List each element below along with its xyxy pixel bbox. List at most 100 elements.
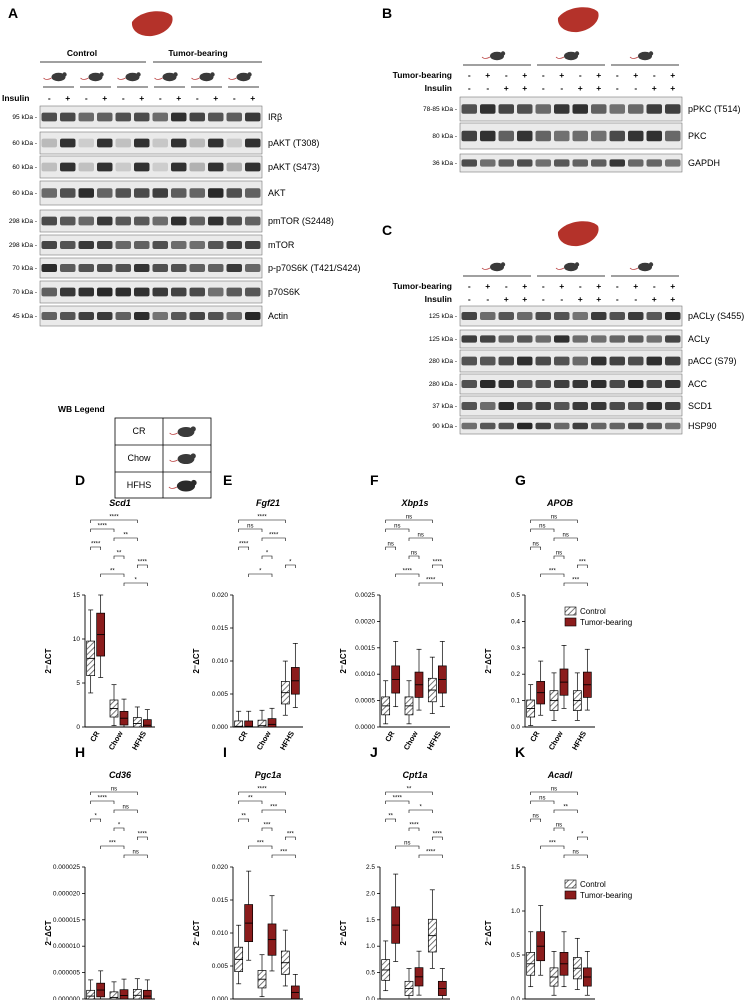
blot-label: p70S6K <box>268 287 300 297</box>
kda-marker: 60 kDa - <box>12 190 37 197</box>
significance-label: ** <box>123 533 128 539</box>
group-tumor-bearing: Tumor-bearing <box>168 48 227 58</box>
insulin-sign: - <box>196 93 199 103</box>
blot-pacc-s79- <box>459 349 683 373</box>
y-tick-label: 0.0025 <box>355 592 375 599</box>
blot-ir- <box>39 105 263 129</box>
insulin-sign: - <box>159 93 162 103</box>
significance-bracket: **** <box>408 823 419 831</box>
y-tick-label: 0.0005 <box>355 698 375 705</box>
significance-bracket: ns <box>530 524 555 532</box>
significance-bracket: **** <box>395 569 420 577</box>
insulin-sign: - <box>468 294 471 304</box>
significance-bracket: ns <box>385 542 396 550</box>
x-tick-label: CR <box>236 729 250 743</box>
significance-label: * <box>134 578 137 584</box>
significance-label: *** <box>579 560 587 566</box>
wb-legend-hfhs: HFHS <box>127 480 152 490</box>
mouse-icon <box>43 72 67 82</box>
insulin-sign: - <box>233 93 236 103</box>
significance-bracket: *** <box>261 805 286 813</box>
y-tick-label: 0.0015 <box>355 645 375 652</box>
y-tick-label: 0.005 <box>212 963 229 970</box>
significance-label: * <box>259 569 262 575</box>
y-tick-label: 0.0 <box>511 996 520 1000</box>
mouse-icon <box>629 262 654 272</box>
significance-bracket: *** <box>100 841 125 849</box>
significance-label: ns <box>387 542 393 548</box>
significance-bracket: ns <box>530 787 578 795</box>
significance-label: ** <box>248 796 253 802</box>
significance-bracket: ** <box>100 569 125 577</box>
y-tick-label: 0.020 <box>212 592 229 599</box>
blot-p-p70s6k-t421-s424- <box>39 257 263 279</box>
significance-label: ns <box>406 515 412 521</box>
significance-bracket: ns <box>530 515 578 523</box>
panel-c: C Tumor-bearing Insulin -+-+-+-+-+-+--++… <box>382 221 744 435</box>
tumor-sign: - <box>505 70 508 80</box>
insulin-sign: + <box>596 83 601 93</box>
significance-bracket: **** <box>90 796 115 804</box>
panel-a: A Control Tumor-bearing Insulin -+-+-+-+… <box>2 5 361 327</box>
significance-bracket: * <box>577 832 588 840</box>
significance-bracket: * <box>123 578 148 586</box>
y-tick-label: 0 <box>76 724 80 731</box>
insulin-label: Insulin <box>425 294 452 304</box>
significance-bracket: ns <box>408 551 420 559</box>
tumor-sign: - <box>579 281 582 291</box>
significance-bracket: *** <box>540 569 565 577</box>
tumor-sign: + <box>633 70 638 80</box>
box-control <box>572 672 582 721</box>
y-tick-label: 0.4 <box>511 618 520 625</box>
panel-b-letter: B <box>382 5 392 21</box>
y-tick-label: 0.0000 <box>355 724 375 731</box>
box-tumor <box>536 660 546 716</box>
y-axis-label: 2⁻ΔCT <box>44 920 53 945</box>
mouse-icon <box>154 72 178 82</box>
significance-bracket: * <box>285 560 296 568</box>
x-tick-label: HFHS <box>278 730 296 752</box>
insulin-sign: - <box>616 294 619 304</box>
mouse-icon <box>228 72 252 82</box>
significance-label: ns <box>394 524 400 530</box>
insulin-sign: - <box>542 294 545 304</box>
insulin-sign: - <box>468 83 471 93</box>
insulin-sign: + <box>578 83 583 93</box>
significance-bracket: *** <box>563 578 588 586</box>
significance-label: **** <box>409 823 419 829</box>
insulin-sign: + <box>250 93 255 103</box>
box-tumor <box>96 970 106 1000</box>
box-tumor <box>142 709 152 728</box>
blot-pmtor-s2448- <box>39 209 263 233</box>
insulin-sign: - <box>486 294 489 304</box>
significance-bracket: *** <box>540 841 565 849</box>
significance-label: *** <box>549 841 557 847</box>
panel-c-letter: C <box>382 222 392 238</box>
chart-title: Fgf21 <box>256 498 280 508</box>
blot-label: pPKC (T514) <box>688 104 741 114</box>
y-tick-label: 0.000010 <box>53 943 80 950</box>
y-tick-label: 0.0 <box>511 724 520 731</box>
y-tick-label: 0.0020 <box>355 618 375 625</box>
y-tick-label: 0.015 <box>212 625 229 632</box>
tumor-bearing-label: Tumor-bearing <box>393 281 452 291</box>
kda-marker: 298 kDa - <box>9 242 37 249</box>
blot-label: pmTOR (S2448) <box>268 216 334 226</box>
tumor-sign: - <box>653 281 656 291</box>
y-axis-label: 2⁻ΔCT <box>192 920 201 945</box>
significance-bracket: **** <box>418 578 443 586</box>
significance-label: ns <box>572 850 578 856</box>
blot-acly <box>459 329 683 349</box>
y-tick-label: 0.005 <box>212 691 229 698</box>
blot-actin <box>39 305 263 327</box>
y-tick-label: 0.3 <box>511 645 520 652</box>
significance-label: **** <box>138 560 148 566</box>
significance-label: **** <box>393 796 403 802</box>
mouse-icon <box>169 453 196 465</box>
significance-bracket: ns <box>530 814 541 822</box>
panel-a-letter: A <box>8 5 18 21</box>
insulin-sign: + <box>176 93 181 103</box>
insulin-sign: + <box>213 93 218 103</box>
significance-bracket: ** <box>385 814 396 822</box>
